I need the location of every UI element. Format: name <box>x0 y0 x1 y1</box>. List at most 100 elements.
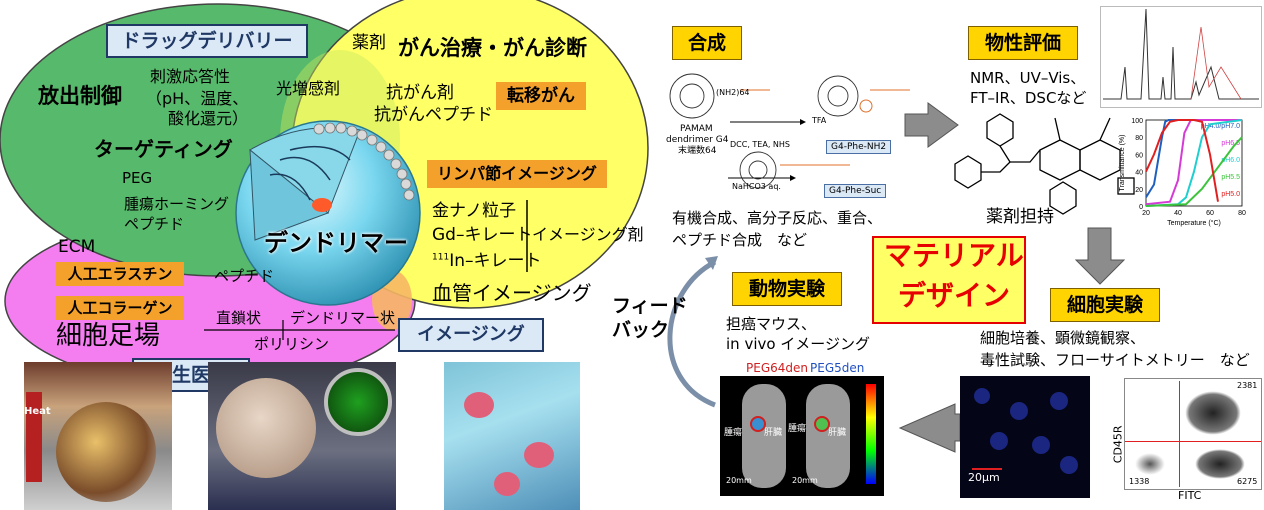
drug-delivery-label: ドラッグデリバリー <box>106 24 308 58</box>
nh2-label: (NH2)64 <box>716 88 750 97</box>
drug-structure <box>954 113 1135 215</box>
scaffold-text: 細胞足場 <box>56 321 161 351</box>
synthesis-desc-2: ペプチド合成 など <box>672 231 808 249</box>
x-tick-label: 40 <box>1174 210 1182 217</box>
facs-count-3: 6275 <box>1237 477 1258 486</box>
anticancer-peptide-text: 抗がんペプチド <box>374 105 493 125</box>
cell-membrane-image <box>444 362 580 510</box>
fitc-label: FITC <box>1178 489 1202 502</box>
series-line <box>1145 119 1219 202</box>
stimuli-text: 刺激応答性 <box>150 67 231 86</box>
cell-label: 細胞実験 <box>1050 288 1160 322</box>
material-text-1: マテリアル <box>884 239 1024 272</box>
elastin-label: 人工エラスチン <box>56 262 184 286</box>
peg64-label: PEG64den <box>746 361 808 375</box>
cancer-title: がん治療・がん診断 <box>398 36 587 60</box>
pamam-label-1: PAMAM <box>680 124 713 134</box>
cell-desc-2: 毒性試験、フローサイトメトリー など <box>980 351 1250 369</box>
polylysine-text: ポリリシン <box>254 335 330 353</box>
liver-label-2: 肝臓 <box>828 428 847 438</box>
scalebar-2: 20mm <box>792 476 818 485</box>
legend-label: pH4.0/pH7.0 <box>1201 123 1240 130</box>
y-tick-label: 60 <box>1135 152 1143 159</box>
tumor-homing-peptide-text: ペプチド <box>124 215 185 233</box>
series-line <box>1145 136 1243 207</box>
release-control-text: 放出制御 <box>38 84 122 108</box>
feedback-arrow <box>667 259 717 408</box>
feedback-text-2: バック <box>612 319 670 341</box>
ecm-text: ECM <box>58 237 96 257</box>
arrow-synth-to-props <box>904 102 959 148</box>
brain-image <box>208 362 396 510</box>
facs-count-2: 1338 <box>1129 477 1150 486</box>
photosensitizer-text: 光増感剤 <box>276 79 341 98</box>
peptide-text: ペプチド <box>214 267 275 285</box>
pamam-label-2: dendrimer G4 <box>666 135 729 145</box>
animal-label: 動物実験 <box>732 272 842 306</box>
vascular-imaging-text: 血管イメージング <box>432 281 592 305</box>
synthesis-desc-1: 有機合成、高分子反応、重合、 <box>672 209 883 227</box>
heat-text: Heat <box>24 406 51 417</box>
product1-label: G4-Phe-NH2 <box>826 140 892 155</box>
cell-desc-1: 細胞培養、顕微鏡観察、 <box>980 329 1146 347</box>
x-tick-label: 60 <box>1206 210 1214 217</box>
peg5-label: PEG5den <box>810 361 865 375</box>
nmr-spectrum <box>1100 6 1262 108</box>
animal-desc-2: in vivo イメージング <box>726 335 871 353</box>
y-tick-label: 20 <box>1135 187 1143 194</box>
facs-count-1: 2381 <box>1237 381 1258 390</box>
y-tick-label: 80 <box>1135 135 1143 142</box>
series-line <box>1145 119 1242 198</box>
dendrimer-form-text: デンドリマー状 <box>290 309 396 327</box>
linear-text: 直鎖状 <box>216 309 262 327</box>
nmr-trace <box>1103 8 1259 100</box>
gd-text: Gd–キレート <box>432 225 533 245</box>
arrow-to-cell <box>1074 227 1126 285</box>
y-tick-label: 0 <box>1139 204 1143 211</box>
feedback-text-1: フィード <box>612 295 688 317</box>
material-text-2: デザイン <box>898 279 1011 312</box>
tfa-label: TFA <box>812 116 827 125</box>
drug-loading-text: 薬剤担持 <box>986 207 1054 227</box>
liver-label: 肝臓 <box>764 428 783 438</box>
pamam-label-3: 末端数64 <box>678 146 717 156</box>
gold-text: 金ナノ粒子 <box>432 201 517 221</box>
properties-label: 物性評価 <box>968 26 1078 60</box>
legend-label: pH5.0 <box>1221 191 1240 198</box>
tumor-homing-text: 腫瘍ホーミング <box>124 195 230 213</box>
surface-beads <box>313 122 415 201</box>
x-tick-label: 20 <box>1142 210 1150 217</box>
x-axis-label: Temperature (°C) <box>1167 219 1221 227</box>
scalebar-1: 20mm <box>726 476 752 485</box>
targeting-text: ターゲティング <box>94 137 233 161</box>
tumor-label-2: 腫瘍 <box>788 424 807 434</box>
pamam-icons <box>669 73 859 189</box>
scalebar-3: 20μm <box>968 471 1000 484</box>
metastasis-label: 転移がん <box>496 82 586 110</box>
reagent2-label: NaHCO3 aq. <box>732 182 781 191</box>
heat-scaffold-image: Heat <box>24 362 172 510</box>
imaging-agent-text: イメージング剤 <box>532 225 644 244</box>
product2-label: G4-Phe-Suc <box>824 184 887 199</box>
animal-desc-1: 担癌マウス、 <box>726 315 817 333</box>
legend-label: pH6.5 <box>1221 140 1240 147</box>
material-design-box <box>872 236 1026 324</box>
stimuli-text-2: （pH、温度、 <box>146 89 249 108</box>
ftir-text: FT–IR、DSCなど <box>970 89 1087 107</box>
reagents-label: DCC, TEA, NHS <box>730 140 790 149</box>
stimuli-text-3: 酸化還元） <box>168 109 249 128</box>
synthesis-label: 合成 <box>672 26 742 60</box>
peg-text: PEG <box>122 169 153 187</box>
y-tick-label: 40 <box>1135 170 1143 177</box>
legend-label: pH5.5 <box>1221 174 1240 181</box>
series-line <box>1145 119 1242 206</box>
anticancer-text: 抗がん剤 <box>386 83 454 103</box>
arrow-cell-to-animal <box>898 403 961 453</box>
cell-microscopy-image: 20μm <box>960 376 1090 498</box>
tumor-label: 腫瘍 <box>724 428 743 438</box>
indium-text: 111In–キレート <box>432 251 542 271</box>
dendrimer-title: デンドリマー <box>264 229 408 257</box>
